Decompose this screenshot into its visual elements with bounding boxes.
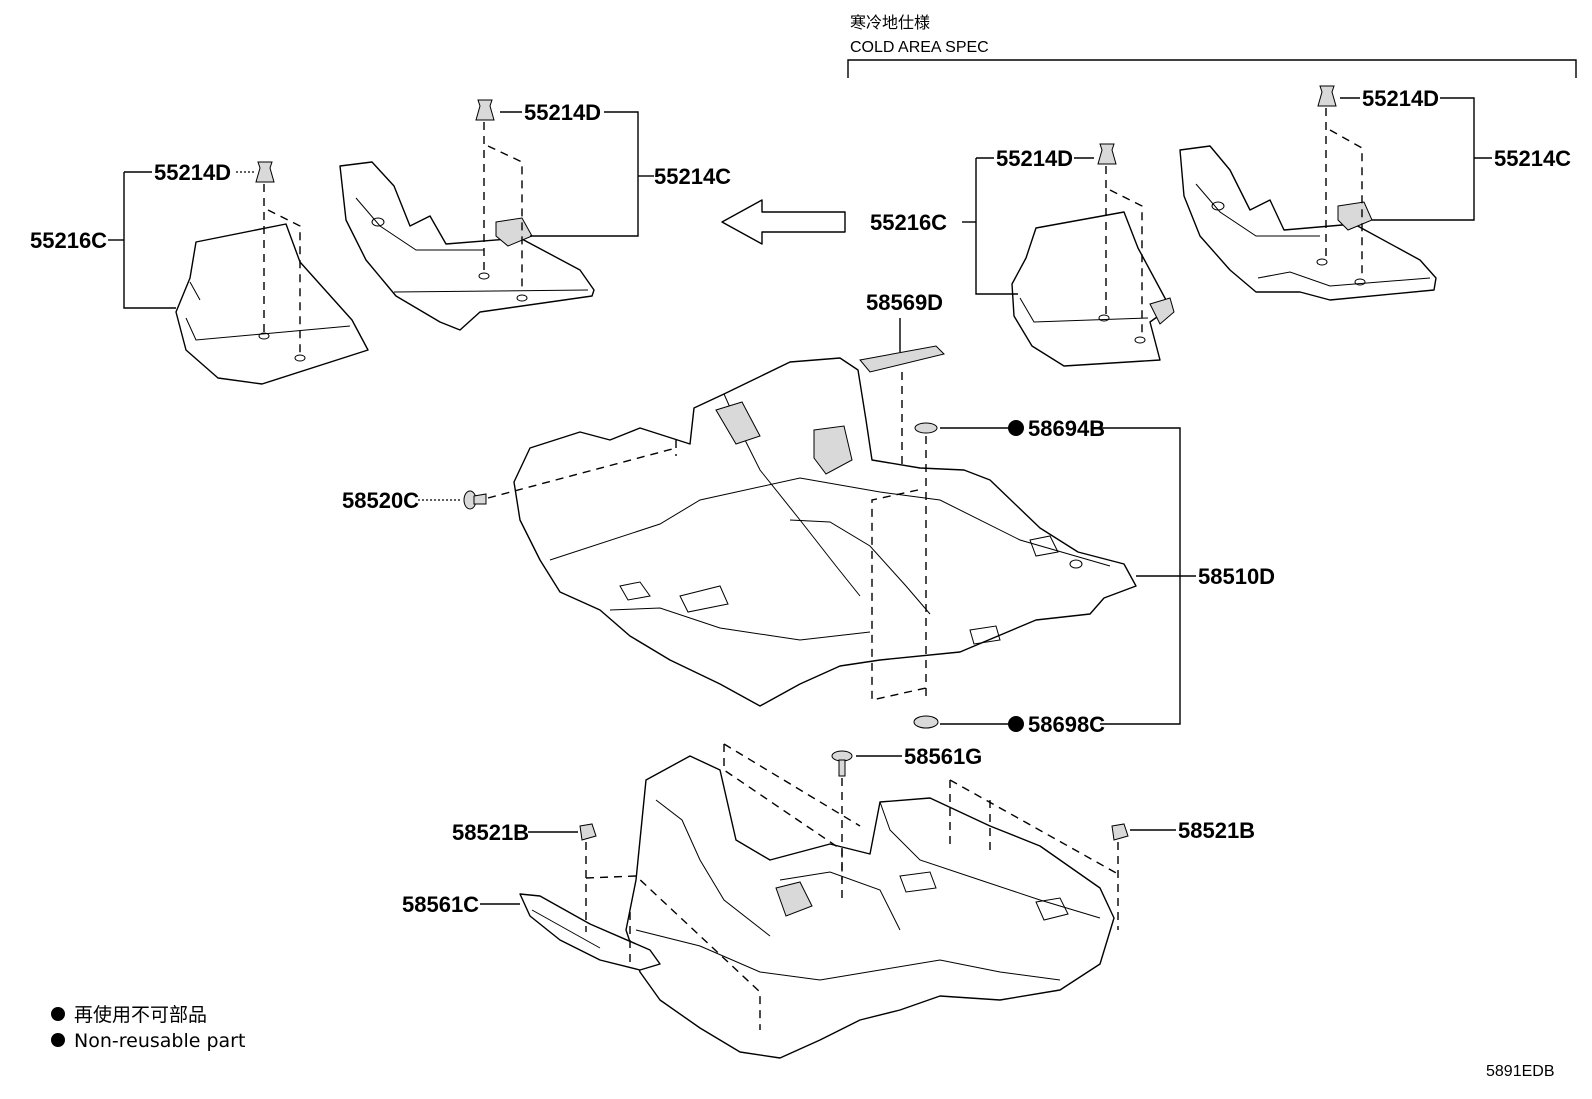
label-58521B: 58521B — [452, 820, 529, 845]
cold-area-bracket — [847, 59, 1577, 78]
legend-japanese: 再使用不可部品 — [74, 1004, 207, 1026]
label-55214D: 55214D — [524, 100, 601, 125]
clip-58521B-left-icon — [579, 823, 597, 841]
part-bottom-floor-assembly — [625, 755, 1115, 1059]
grommet-58694B-icon — [914, 422, 938, 434]
clip-55214D-top-right-icon — [1317, 85, 1337, 107]
part-58569D-plate — [859, 345, 945, 373]
clip-58521B-right-icon — [1111, 823, 1129, 841]
legend-bullet-icon — [51, 1007, 65, 1021]
legend-bullet-icon — [51, 1033, 65, 1047]
part-58510D-carpet — [513, 357, 1137, 707]
legend-english: Non-reusable part — [74, 1030, 245, 1052]
non-reusable-marker-icon — [1008, 420, 1024, 436]
label-55214D: 55214D — [154, 160, 231, 185]
part-55214C-left — [339, 161, 595, 331]
part-58561C-silencer — [519, 893, 661, 971]
label-58520C: 58520C — [342, 488, 419, 513]
cold-area-spec-japanese: 寒冷地仕様 — [850, 13, 930, 32]
label-55214C: 55214C — [1494, 146, 1571, 171]
label-55214D: 55214D — [1362, 86, 1439, 111]
label-58694B: 58694B — [1028, 416, 1105, 441]
non-reusable-marker-icon — [1008, 716, 1024, 732]
clip-55214D-left-icon — [255, 161, 275, 183]
part-55216C-left — [175, 223, 369, 385]
label-55214D: 55214D — [996, 146, 1073, 171]
clip-58561G-icon — [831, 750, 853, 777]
label-58698C: 58698C — [1028, 712, 1105, 737]
direction-arrow-icon — [721, 199, 846, 245]
label-58521B: 58521B — [1178, 818, 1255, 843]
cold-area-spec-english: COLD AREA SPEC — [850, 39, 989, 56]
label-58561G: 58561G — [904, 744, 982, 769]
label-55216C: 55216C — [30, 228, 107, 253]
clip-55214D-top-left-icon — [475, 99, 495, 121]
part-55214C-right — [1179, 145, 1437, 301]
clip-58698C-icon — [913, 715, 939, 729]
label-58561C: 58561C — [402, 892, 479, 917]
label-58569D: 58569D — [866, 290, 943, 315]
label-55214C: 55214C — [654, 164, 731, 189]
label-55216C: 55216C — [870, 210, 947, 235]
diagram-code: 5891EDB — [1486, 1063, 1555, 1080]
part-55216C-right — [1011, 211, 1175, 367]
clip-55214D-right-mat-icon — [1097, 143, 1117, 165]
label-58510D: 58510D — [1198, 564, 1275, 589]
pin-58520C-icon — [463, 490, 487, 510]
